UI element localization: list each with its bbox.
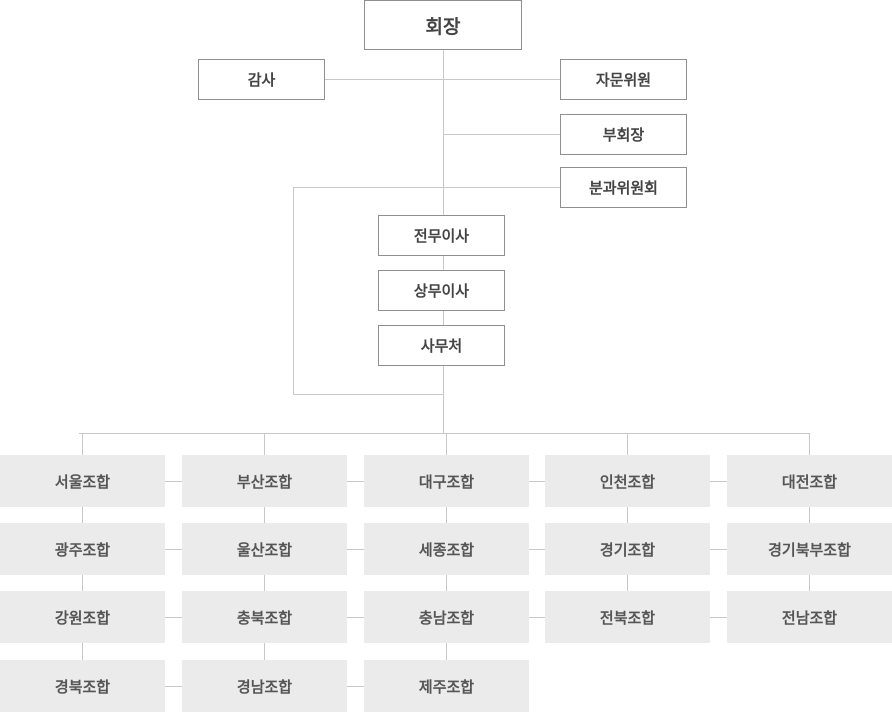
union-label: 경기조합 (599, 540, 656, 559)
connector-line (82, 575, 83, 591)
executive-director-box: 상무이사 (378, 270, 505, 311)
union-box: 경북조합 (0, 660, 165, 712)
union-label: 충남조합 (418, 608, 475, 627)
connector-line (446, 507, 447, 523)
auditor-label: 감사 (247, 71, 276, 89)
connector-line (529, 549, 545, 550)
union-box: 경기조합 (545, 523, 710, 575)
connector-line (443, 134, 560, 135)
union-box: 광주조합 (0, 523, 165, 575)
connector-line (165, 481, 182, 482)
union-label: 대전조합 (781, 472, 838, 491)
connector-line (347, 617, 364, 618)
union-label: 경남조합 (236, 677, 293, 696)
union-box: 대구조합 (364, 455, 529, 507)
president-label: 회장 (425, 15, 461, 38)
connector-line (347, 549, 364, 550)
connector-line (82, 433, 83, 455)
connector-line (809, 507, 810, 523)
union-label: 대구조합 (418, 472, 475, 491)
union-box: 전북조합 (545, 591, 710, 643)
union-label: 울산조합 (236, 540, 293, 559)
connector-line (710, 549, 727, 550)
connector-line (325, 79, 560, 80)
union-box: 제주조합 (364, 660, 529, 712)
union-label: 인천조합 (599, 472, 656, 491)
connector-line (293, 187, 294, 394)
committee-box: 분과위원회 (560, 167, 687, 208)
advisor-label: 자문위원 (595, 71, 652, 89)
auditor-box: 감사 (198, 59, 325, 100)
union-box: 부산조합 (182, 455, 347, 507)
union-label: 전남조합 (781, 608, 838, 627)
union-box: 강원조합 (0, 591, 165, 643)
executive-director-label: 상무이사 (413, 282, 470, 300)
union-label: 충북조합 (236, 608, 293, 627)
union-box: 경기북부조합 (727, 523, 892, 575)
connector-line (293, 187, 560, 188)
connector-line (293, 394, 443, 395)
union-label: 제주조합 (418, 677, 475, 696)
secretariat-label: 사무처 (420, 337, 463, 355)
connector-line (264, 575, 265, 591)
managing-director-label: 전무이사 (413, 227, 470, 245)
union-box: 세종조합 (364, 523, 529, 575)
advisor-box: 자문위원 (560, 59, 687, 100)
connector-line (82, 507, 83, 523)
union-box: 서울조합 (0, 455, 165, 507)
connector-line (446, 643, 447, 660)
connector-line (627, 507, 628, 523)
connector-line (710, 481, 727, 482)
connector-line (529, 617, 545, 618)
union-label: 강원조합 (54, 608, 111, 627)
union-label: 경북조합 (54, 677, 111, 696)
union-label: 광주조합 (54, 540, 111, 559)
managing-director-box: 전무이사 (378, 215, 505, 256)
connector-line (264, 507, 265, 523)
secretariat-box: 사무처 (378, 325, 505, 366)
union-box: 충북조합 (182, 591, 347, 643)
connector-line (347, 686, 364, 687)
connector-line (82, 643, 83, 660)
union-label: 경기북부조합 (768, 540, 851, 559)
connector-line (627, 575, 628, 591)
vice-president-box: 부회장 (560, 114, 687, 155)
union-label: 세종조합 (418, 540, 475, 559)
connector-line (79, 433, 810, 434)
connector-line (165, 549, 182, 550)
union-box: 전남조합 (727, 591, 892, 643)
union-box: 울산조합 (182, 523, 347, 575)
connector-line (627, 433, 628, 455)
vice-president-label: 부회장 (602, 126, 645, 144)
connector-line (446, 575, 447, 591)
connector-line (529, 481, 545, 482)
connector-line (347, 481, 364, 482)
union-box: 대전조합 (727, 455, 892, 507)
connector-line (165, 617, 182, 618)
union-label: 전북조합 (599, 608, 656, 627)
union-box: 인천조합 (545, 455, 710, 507)
union-label: 부산조합 (236, 472, 293, 491)
union-box: 경남조합 (182, 660, 347, 712)
connector-line (264, 643, 265, 660)
connector-line (809, 433, 810, 455)
president-box: 회장 (364, 0, 522, 50)
union-label: 서울조합 (54, 472, 111, 491)
connector-line (264, 433, 265, 455)
union-box: 충남조합 (364, 591, 529, 643)
connector-line (446, 433, 447, 455)
committee-label: 분과위원회 (588, 179, 658, 197)
connector-line (710, 617, 727, 618)
connector-line (809, 575, 810, 591)
connector-line (165, 686, 182, 687)
